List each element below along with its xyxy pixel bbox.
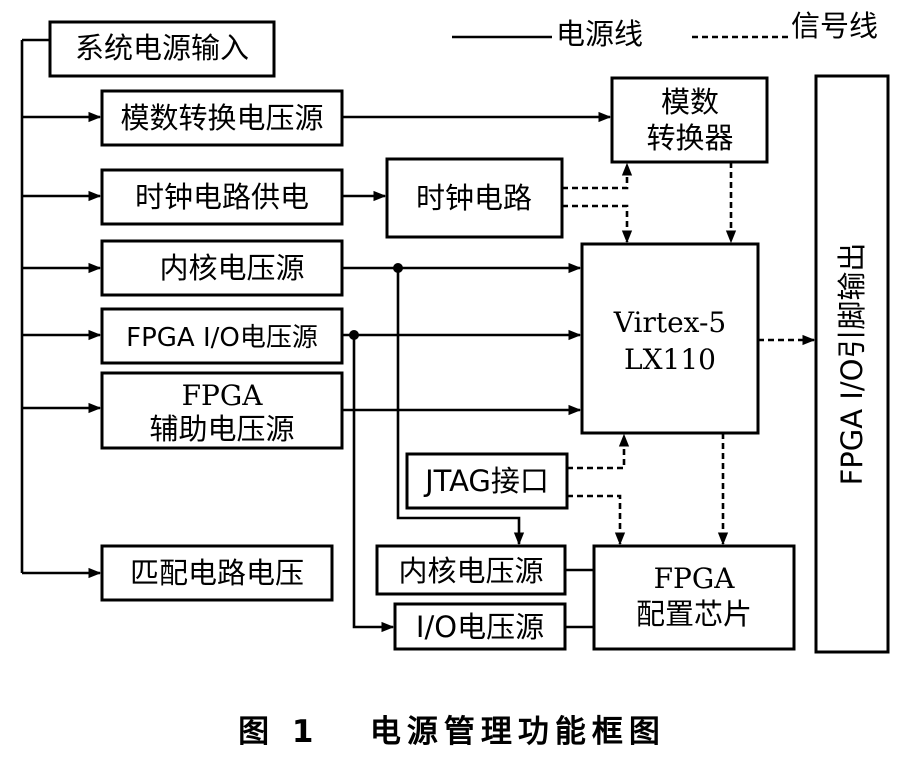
clock-to-adc-signal [562,162,633,190]
system-power-input-block: 系统电源输入 [48,20,276,78]
jtag-to-config-chip-signal [567,494,626,546]
clock-circuit-block: 时钟电路 [385,157,564,239]
adc-supply-label: 模数转换电压源 [120,101,323,135]
clock-supply-block: 时钟电路供电 [100,168,344,226]
fpga-aux-supply-label-line2: 辅助电压源 [149,412,294,446]
config-core-supply-label: 内核电压源 [398,554,543,588]
core-supply-block: 内核电压源 [100,239,344,297]
signal-connections [562,162,816,546]
fpga-config-chip-label-line1: FPGA [654,562,736,595]
fpga-aux-supply-block: FPGA 辅助电压源 [100,371,344,450]
config-core-supply-block: 内核电压源 [375,544,567,596]
match-circuit-supply-block: 匹配电路电压 [100,544,334,602]
match-circuit-supply-label: 匹配电路电压 [130,556,304,590]
jtag-interface-block: JTAG接口 [405,452,569,510]
fpga-label-line1: Virtex-5 [613,306,726,339]
fpga-virtex5-block: Virtex-5 LX110 [580,242,760,435]
fpga-io-output-label: FPGA I/O引脚输出 [835,243,869,486]
config-io-supply-label: I/O电压源 [416,610,544,644]
legend-signal-line-label: 信号线 [791,9,878,43]
adc-label-line1: 模数 [661,85,719,119]
jtag-interface-label: JTAG接口 [423,464,549,498]
core-branch-to-config-core-line [396,268,525,546]
adc-block: 模数 转换器 [610,76,769,164]
config-io-supply-block: I/O电压源 [393,602,567,651]
legend: 电源线 信号线 [452,9,878,51]
adc-supply-block: 模数转换电压源 [100,89,344,147]
clock-supply-label: 时钟电路供电 [135,180,309,214]
fpga-io-supply-block: FPGA I/O电压源 [100,307,344,365]
clock-to-fpga-signal [562,204,633,244]
jtag-to-fpga-signal [567,433,630,470]
figure-caption: 图 1 电源管理功能框图 [238,714,666,750]
fpga-io-output-block: FPGA I/O引脚输出 [814,74,890,654]
clock-circuit-label: 时钟电路 [416,181,532,215]
adc-label-line2: 转换器 [646,121,733,155]
legend-power-line-label: 电源线 [556,17,643,51]
fpga-aux-supply-label-line1: FPGA [182,379,264,412]
power-bus-left [20,38,102,579]
fpga-label-line2: LX110 [624,343,716,376]
io-branch-to-config-io-line [352,335,395,633]
core-supply-label: 内核电压源 [159,251,304,285]
power-connections [342,111,612,633]
fpga-config-chip-block: FPGA 配置芯片 [592,544,796,651]
fpga-config-chip-label-line2: 配置芯片 [636,597,752,631]
system-power-input-label: 系统电源输入 [75,31,249,65]
fpga-io-supply-label: FPGA I/O电压源 [126,323,318,353]
